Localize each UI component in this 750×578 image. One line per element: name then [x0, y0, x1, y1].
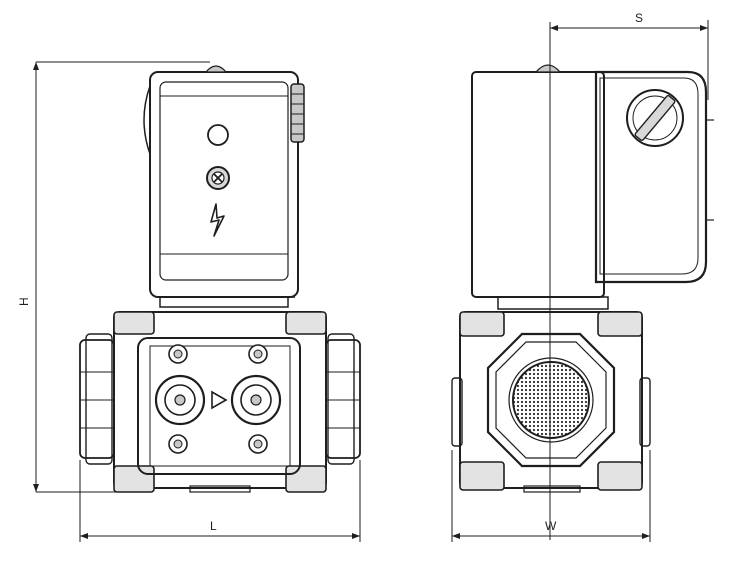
- cover-bolt: [168, 434, 188, 454]
- front-valve-body: [79, 311, 361, 493]
- width-label: W: [545, 519, 557, 533]
- side-coil-housing: [471, 64, 609, 310]
- screw-icon: [206, 166, 230, 190]
- dimension-width: W: [451, 450, 651, 542]
- flow-arrow-icon: [211, 390, 228, 410]
- cover-bolt: [248, 344, 268, 364]
- dimension-offset: S: [550, 11, 709, 100]
- length-label: L: [210, 519, 217, 533]
- lightning-bolt-icon: [210, 203, 225, 237]
- test-port-right: [230, 374, 282, 426]
- front-cable-gland: [290, 83, 305, 143]
- filter-mesh-icon: [512, 361, 590, 439]
- front-coil-housing: [143, 65, 299, 308]
- screwdriver-slot-icon: [626, 89, 684, 147]
- side-view: [451, 22, 714, 540]
- side-valve-body: [451, 311, 651, 493]
- dimension-height: H: [17, 61, 210, 493]
- indicator-lamp-icon: [207, 124, 229, 146]
- offset-label: S: [635, 11, 643, 25]
- cover-bolt: [168, 344, 188, 364]
- test-port-left: [154, 374, 206, 426]
- front-view: [79, 65, 361, 493]
- height-label: H: [17, 297, 31, 306]
- dimension-length: L: [79, 460, 361, 542]
- side-connector-box: [594, 70, 714, 284]
- cover-bolt: [248, 434, 268, 454]
